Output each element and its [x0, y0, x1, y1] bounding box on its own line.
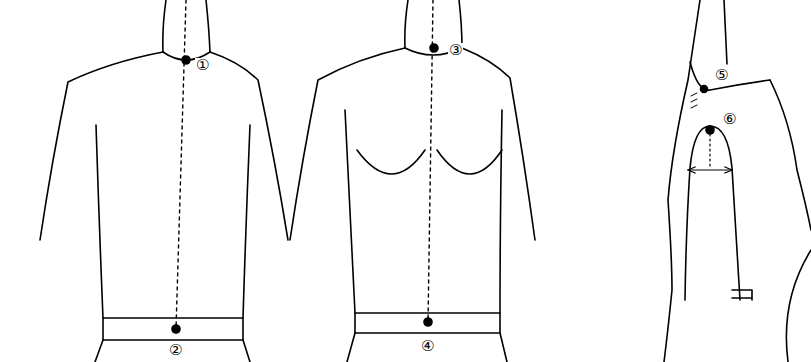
back-view-figure [40, 0, 288, 362]
side-view-figure [664, 0, 811, 362]
callout-number: ① [195, 58, 210, 73]
callout-number: ⑤ [714, 68, 729, 83]
callout-number: ⑥ [722, 112, 737, 127]
callout-number: ③ [448, 43, 463, 58]
front-view-figure [290, 0, 535, 362]
callout-number: ② [168, 343, 183, 358]
callout-number: ④ [420, 339, 435, 354]
